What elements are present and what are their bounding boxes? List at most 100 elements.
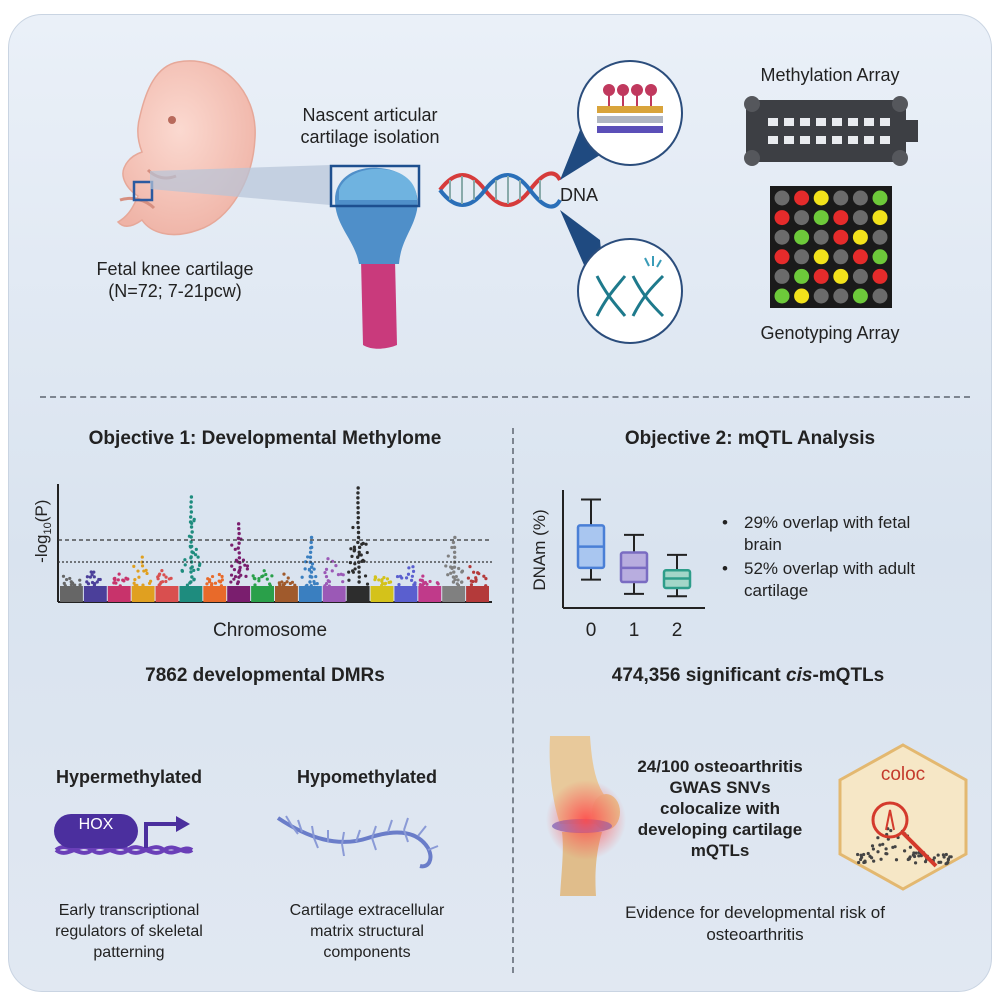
gwas-line4: developing cartilage — [637, 820, 803, 839]
mqtl-result: 474,356 significant cis-mQTLs — [528, 665, 968, 687]
fetal-label-line2: (N=72; 7-21pcw) — [108, 281, 242, 301]
knee-cartilage-icon — [329, 164, 421, 349]
genotype-dot — [833, 249, 849, 265]
chromosome-band — [370, 586, 394, 602]
genotype-dot — [872, 268, 888, 284]
hypo-desc-line3: components — [323, 944, 411, 961]
mqtl-result-suffix: -mQTLs — [812, 665, 885, 686]
genotype-dot — [833, 229, 849, 245]
ylabel-suffix: (P) — [31, 499, 51, 523]
fetal-label: Fetal knee cartilage (N=72; 7-21pcw) — [60, 258, 290, 302]
chromosome-points — [61, 574, 82, 588]
chromosome-band — [346, 586, 370, 602]
genotype-dot — [794, 268, 810, 284]
methylation-icon — [577, 60, 683, 166]
chromosome-points — [373, 575, 393, 587]
extracellular-matrix-icon — [276, 815, 439, 869]
chromosome-points — [156, 568, 173, 587]
gwas-line3: colocalize with — [660, 799, 780, 818]
box-0 — [576, 498, 606, 581]
objective2-title: Objective 2: mQTL Analysis — [624, 428, 876, 449]
genotyping-grid-icon — [770, 186, 892, 308]
chromosome-points — [300, 535, 319, 588]
boxplot-tick-label: 1 — [629, 620, 640, 641]
box-2 — [662, 553, 692, 598]
bullet1-line2: brain — [744, 535, 782, 554]
box-1 — [619, 533, 649, 595]
genotype-dot — [774, 229, 790, 245]
genotype-dot — [872, 190, 888, 206]
genotype-dot — [774, 268, 790, 284]
genotype-dot — [852, 190, 868, 206]
genotype-dot — [852, 229, 868, 245]
isolation-label: Nascent articular cartilage isolation — [270, 104, 470, 148]
chromosome-band — [275, 586, 298, 602]
genotype-dot — [852, 249, 868, 265]
bullet2-line2: cartilage — [744, 581, 809, 600]
genotype-dot — [774, 210, 790, 226]
gwas-line1: 24/100 osteoarthritis — [637, 757, 803, 776]
evidence-line2: osteoarthritis — [706, 925, 804, 944]
horizontal-divider — [40, 396, 970, 398]
genotype-dot — [852, 210, 868, 226]
hyper-desc-line3: patterning — [93, 944, 165, 961]
dna-label: DNA — [560, 185, 599, 205]
manhattan-ylabel: -log10(P) — [32, 486, 54, 576]
evidence-line1: Evidence for developmental risk of — [625, 903, 885, 922]
ylabel-prefix: -log — [31, 534, 51, 563]
objective1-title: Objective 1: Developmental Methylome — [88, 428, 442, 449]
genotype-dot — [813, 190, 829, 206]
methylation-array-label: Methylation Array — [760, 65, 900, 85]
chromosome-points — [180, 495, 202, 587]
genotype-dot — [794, 288, 810, 304]
chromosome-points — [395, 565, 417, 587]
isolation-label-line2: cartilage isolation — [300, 127, 440, 147]
chromosome-points — [444, 535, 465, 588]
isolation-label-line1: Nascent articular — [302, 105, 438, 125]
hypo-desc-line1: Cartilage extracellular — [289, 902, 445, 919]
hox-gene-icon — [54, 814, 194, 855]
dna-broken-icon — [577, 238, 683, 344]
mqtl-result-prefix: 474,356 significant — [611, 665, 787, 686]
bullet1-line1: 29% overlap with fetal — [744, 513, 911, 532]
hyper-desc-line2: regulators of skeletal — [55, 923, 203, 940]
hypo-title: Hypomethylated — [296, 767, 438, 787]
boxplot-tick-label: 0 — [586, 620, 597, 641]
genotype-dot — [774, 288, 790, 304]
genotype-dot — [813, 288, 829, 304]
hyper-title: Hypermethylated — [55, 767, 203, 787]
vertical-divider — [512, 428, 514, 973]
knee-joint-icon — [546, 736, 626, 896]
genotype-dot — [794, 229, 810, 245]
boxplot-ylabel: DNAm (%) — [530, 509, 549, 591]
bullet2-line1: 52% overlap with adult — [744, 559, 916, 578]
bullet-item-1: • 29% overlap with fetal brain — [722, 512, 982, 556]
manhattan-xlabel: Chromosome — [212, 620, 328, 641]
genotype-dot — [833, 288, 849, 304]
chromosome-band — [322, 586, 346, 602]
gwas-line5: mQTLs — [690, 841, 750, 860]
genotype-dot — [794, 249, 810, 265]
hypo-description: Cartilage extracellular matrix structura… — [252, 900, 482, 963]
hox-label: HOX — [78, 816, 114, 833]
genotype-dot — [774, 190, 790, 206]
hypo-desc-line2: matrix structural — [310, 923, 424, 940]
chromosome-band — [227, 586, 251, 602]
genotype-dot — [872, 210, 888, 226]
evidence-text: Evidence for developmental risk of osteo… — [540, 902, 970, 946]
genotype-dot — [833, 268, 849, 284]
chromosome-points — [229, 522, 250, 586]
chromosome-band — [418, 586, 442, 602]
genotype-dot — [852, 268, 868, 284]
genotype-dot — [794, 190, 810, 206]
chromosome-points — [277, 572, 297, 587]
chromosome-band — [203, 586, 227, 602]
hyper-description: Early transcriptional regulators of skel… — [14, 900, 244, 963]
gwas-text: 24/100 osteoarthritis GWAS SNVs colocali… — [605, 756, 835, 861]
genotype-dot — [813, 210, 829, 226]
genotype-dot — [813, 249, 829, 265]
genotype-dot — [833, 190, 849, 206]
chromosome-band — [60, 586, 83, 602]
genotyping-array-label: Genotyping Array — [760, 323, 900, 343]
